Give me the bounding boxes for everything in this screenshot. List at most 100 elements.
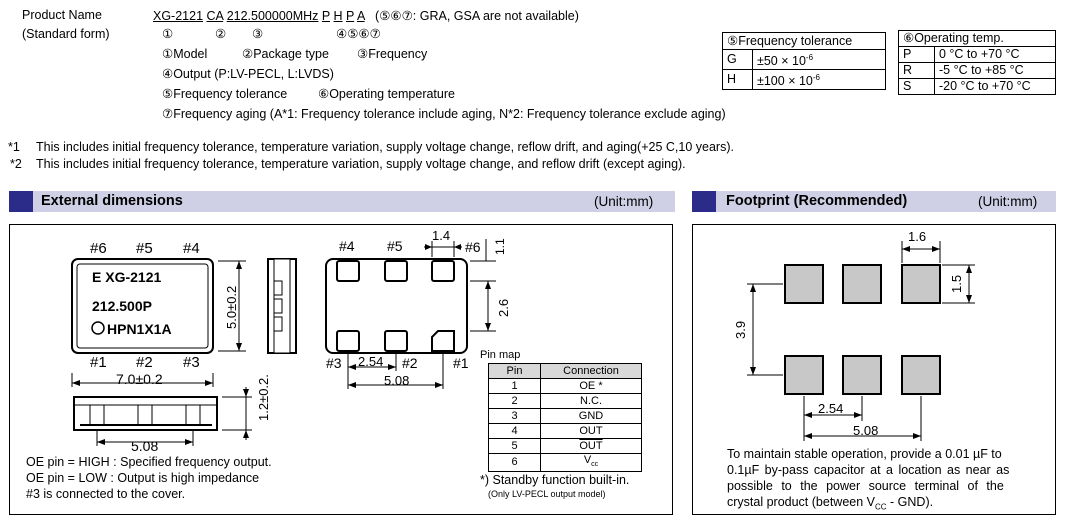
pin-map-title: Pin map [480, 349, 521, 361]
fp-dim-5-08: 5.08 [853, 423, 879, 438]
footprint-drawing [747, 241, 975, 441]
pin-map-conn: N.C. [540, 393, 642, 409]
pin-map-conn: Vcc [540, 452, 642, 473]
pin-map-pin: 5 [488, 438, 541, 454]
fp-note-3: possible to the power source terminal of… [727, 479, 1004, 493]
pn-output: P [321, 9, 331, 23]
bv-pin-1: #1 [453, 355, 469, 371]
pn-package: CA [206, 9, 224, 23]
dim-2-54: 2.54 [358, 354, 384, 369]
freq-tol-value: ±100 × 10-6 [752, 69, 886, 91]
pn-aging: A [356, 9, 365, 23]
footnote-2-mark: *2 [10, 157, 22, 171]
mark-1: ① [162, 27, 174, 41]
fp-dim-3-9: 3.9 [733, 320, 748, 339]
oe-low-note: OE pin = LOW : Output is high impedance [26, 471, 260, 485]
part-number: XG-2121 CA 212.500000MHz P H P A (⑤⑥⑦: G… [153, 8, 579, 23]
ext-dim-drawing [71, 239, 496, 446]
op-temp-value: 0 °C to +70 °C [934, 46, 1056, 63]
standard-form-label: (Standard form) [22, 27, 110, 41]
pn-tolerance: H [333, 9, 343, 23]
freq-tol-title: ⑤Frequency tolerance [722, 32, 886, 50]
bv-pin-4: #4 [339, 238, 355, 254]
mark-4567: ④⑤⑥⑦ [336, 27, 381, 41]
bot-pin-3: #3 [183, 354, 200, 371]
pin-map-head-pin: Pin [488, 363, 541, 379]
fp-note-2: 0.1µF by-pass capacitor at a location as… [727, 463, 1010, 477]
ext-dim-panel: #6 #5 #4 #1 #2 #3 E XG-2121 212.500P HPN… [9, 224, 673, 515]
footprint-title: Footprint (Recommended) [726, 193, 908, 209]
desc-output: ④Output (P:LV-PECL, L:LVDS) [162, 67, 334, 81]
product-name-label: Product Name [22, 8, 102, 22]
op-temp-table: ⑥Operating temp. P 0 °C to +70 °C R -5 °… [898, 30, 1056, 95]
freq-tolerance-table: ⑤Frequency tolerance G ±50 × 10-6 H ±100… [722, 32, 886, 91]
bot-pin-2: #2 [136, 354, 153, 371]
mark-2: ② [215, 27, 227, 41]
section-marker [9, 191, 33, 212]
pin-map-pin: 6 [488, 452, 541, 473]
pin-map-conn: OE * [540, 378, 642, 394]
ext-dim-title: External dimensions [41, 193, 183, 209]
freq-tol-code: G [722, 48, 753, 71]
bv-pin-6: #6 [465, 239, 481, 255]
op-temp-code: P [898, 46, 935, 63]
marking-line-1: E XG-2121 [92, 269, 162, 285]
marking-line-3: HPN1X1A [107, 321, 172, 337]
desc-package: ②Package type [242, 47, 329, 61]
pin-map-conn: OUT [540, 423, 642, 439]
footnote-2-text: This includes initial frequency toleranc… [36, 157, 686, 171]
desc-frequency: ③Frequency [357, 47, 428, 61]
op-temp-code: S [898, 78, 935, 95]
freq-tol-value: ±50 × 10-6 [752, 48, 886, 71]
op-temp-title: ⑥Operating temp. [898, 30, 1056, 47]
pin-map-pin: 3 [488, 408, 541, 424]
freq-tol-code: H [722, 69, 753, 91]
bv-pin-2: #2 [402, 355, 418, 371]
top-pin-4: #4 [183, 240, 200, 257]
footprint-unit: (Unit:mm) [978, 194, 1038, 209]
standby-subnote: (Only LV-PECL output model) [488, 489, 606, 499]
pin-map-head-conn: Connection [540, 363, 642, 379]
pin-map-pin: 2 [488, 393, 541, 409]
dim-1-1: 1.1 [493, 238, 507, 255]
dim-508-side: 5.08 [131, 438, 159, 454]
bot-pin-1: #1 [90, 354, 107, 371]
pin-map-conn: OUT [540, 438, 642, 454]
ext-dim-unit: (Unit:mm) [594, 194, 654, 209]
pn-note: (⑤⑥⑦: GRA, GSA are not available) [375, 9, 579, 23]
fp-note-4: crystal product (between VCC - GND). [727, 495, 934, 512]
fp-dim-2-54: 2.54 [818, 401, 844, 416]
top-pin-6: #6 [90, 240, 107, 257]
footprint-header: Footprint (Recommended) (Unit:mm) [692, 191, 1056, 212]
standby-note: *) Standby function built-in. [480, 473, 630, 487]
bv-pin-3: #3 [326, 355, 342, 371]
desc-tolerance: ⑤Frequency tolerance [162, 87, 288, 101]
bv-pin-5: #5 [387, 238, 403, 254]
footprint-panel: 1.6 1.5 3.9 2.54 5.08 To maintain stable… [692, 224, 1056, 515]
fp-note-1: To maintain stable operation, provide a … [727, 447, 1002, 461]
pin-map-pin: 1 [488, 378, 541, 394]
dim-1-4: 1.4 [432, 228, 451, 243]
dim-width: 7.0±0.2 [116, 371, 163, 387]
op-temp-value: -20 °C to +70 °C [934, 78, 1056, 95]
section-marker [692, 191, 716, 212]
dim-thickness: 1.2±0.2. [256, 374, 271, 421]
pin-map-pin: 4 [488, 423, 541, 439]
op-temp-code: R [898, 62, 935, 79]
pin-map-conn: GND [540, 408, 642, 424]
pn-temp: P [346, 9, 355, 23]
desc-optemp: ⑥Operating temperature [318, 87, 455, 101]
mark-3: ③ [252, 27, 264, 41]
top-pin-5: #5 [136, 240, 153, 257]
footnote-1-text: This includes initial frequency toleranc… [36, 140, 734, 154]
pn-model: XG-2121 [153, 9, 204, 23]
oe-high-note: OE pin = HIGH : Specified frequency outp… [26, 455, 272, 469]
fp-dim-1-6: 1.6 [908, 229, 927, 244]
fp-dim-1-5: 1.5 [949, 274, 964, 293]
desc-model: ①Model [162, 47, 208, 61]
dim-2-6: 2.6 [496, 298, 511, 317]
ext-dim-header: External dimensions (Unit:mm) [9, 191, 675, 212]
marking-line-2: 212.500P [92, 298, 152, 314]
dim-5-08: 5.08 [384, 373, 410, 388]
